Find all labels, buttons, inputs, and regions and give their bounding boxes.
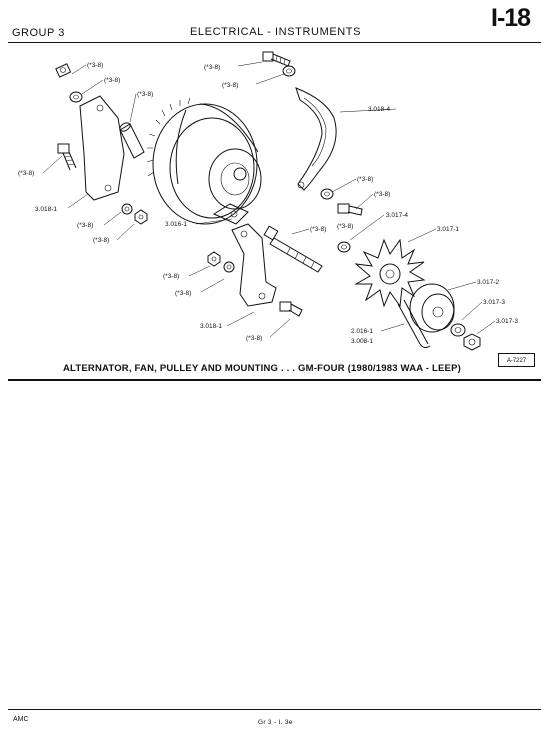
bolt-icon [279,301,303,317]
part-label: (*3-8) [18,170,34,177]
section-title: ELECTRICAL - INSTRUMENTS [190,26,362,38]
washer-icon [69,91,83,103]
part-label: (*3-8) [310,226,326,233]
figure-caption: ALTERNATOR, FAN, PULLEY AND MOUNTING . .… [63,363,461,374]
lower-bracket [231,223,277,307]
pulley [409,283,455,333]
part-label: (*3-8) [204,64,220,71]
part-label: (*3-8) [374,191,390,198]
alternator [146,97,262,225]
washer-icon [320,188,334,200]
nut-icon [463,333,481,351]
exploded-parts-diagram: (*3-8) (*3-8) (*3-8) (*3-8) (*3-8) (*3-8… [18,51,518,351]
manufacturer-label: AMC [13,716,29,723]
part-label: (*3-8) [222,82,238,89]
long-bolt [263,225,323,273]
drive-belt [397,299,431,349]
part-label: (*3-8) [104,77,120,84]
bolt-icon [337,203,363,216]
footer-rule [8,709,541,710]
part-label: 3.018-1 [200,323,222,330]
spacer-icon [337,241,351,253]
figure-reference-code: A-7227 [498,353,535,367]
part-label: 3.016-1 [165,221,187,228]
washer-icon [121,203,133,215]
footer-code: Gr 3 - I. 3e [258,719,293,726]
adjusting-strap [295,87,337,191]
part-label: 3.018-1 [35,206,57,213]
part-label: (*3-8) [337,223,353,230]
part-label: (*3-8) [93,237,109,244]
part-label: 3.017-1 [437,226,459,233]
page-number: I-18 [491,4,531,32]
part-label: (*3-8) [175,290,191,297]
leader-lines [42,61,496,338]
nut-icon [207,251,221,267]
part-label: 3.017-3 [483,299,505,306]
washer-icon [282,65,296,77]
top-rule [8,42,541,43]
part-label: 2.016-1 [351,328,373,335]
section-rule [8,379,541,381]
bolt-icon [55,63,72,78]
washer-icon [223,261,235,273]
part-label: 3.018-4 [368,106,390,113]
part-label: (*3-8) [87,62,103,69]
part-label: 3.008-1 [351,338,373,345]
cooling-fan [354,238,426,308]
part-label: (*3-8) [137,91,153,98]
mounting-bracket [79,95,125,201]
spacer-icon [119,122,145,159]
part-label: (*3-8) [163,273,179,280]
part-label: (*3-8) [357,176,373,183]
washer-icon [450,323,466,337]
part-label: 3.017-4 [386,212,408,219]
part-label: (*3-8) [246,335,262,342]
nut-icon [134,209,148,225]
part-label: 3.017-2 [477,279,499,286]
part-label: 3.017-3 [496,318,518,325]
bolt-icon [57,143,77,171]
bolt-icon [262,51,291,67]
group-heading: GROUP 3 [12,27,65,39]
part-label: (*3-8) [77,222,93,229]
